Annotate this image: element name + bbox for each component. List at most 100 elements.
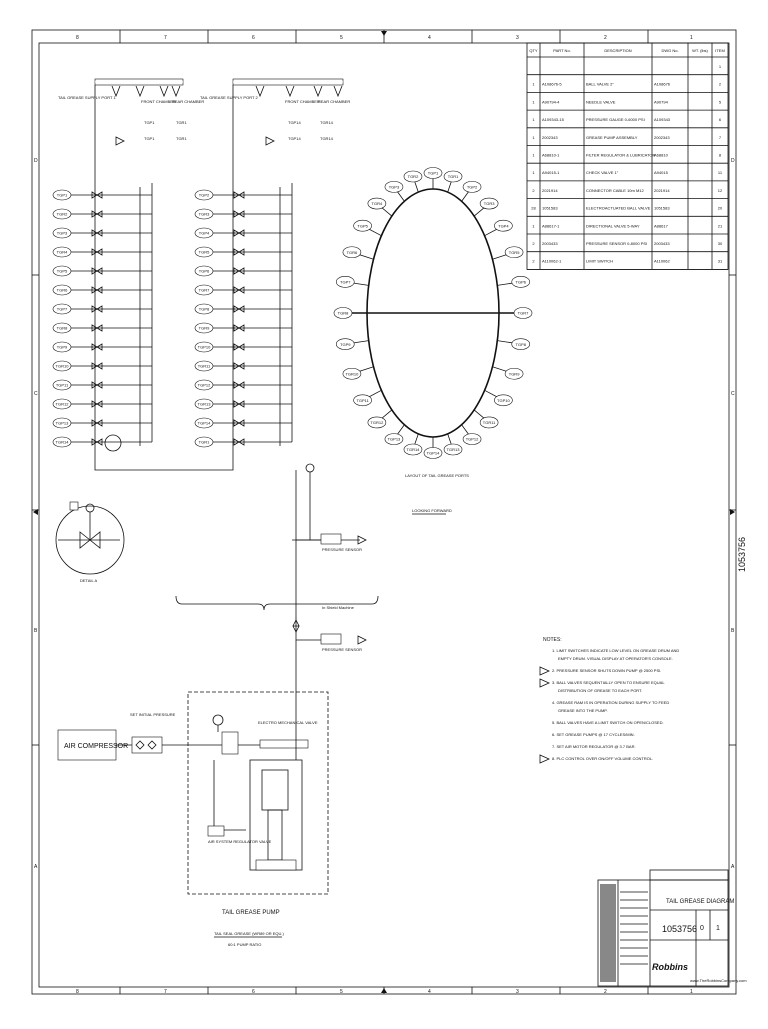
col-label-top: 8 [76, 35, 79, 41]
pressure-sensor-label: PRESSURE SENSOR [322, 547, 362, 552]
front-chamber-label: FRONT CHAMBER [285, 99, 320, 104]
bom-header: WT. (lbs) [692, 48, 708, 53]
ring-port-label: TGP9 [340, 342, 351, 347]
bom-header: DWG No. [661, 48, 678, 53]
ball-valve-symbol [91, 419, 103, 427]
grease-port-ring: TGP1TGR1TGP2TGR3TGP4TGR5TGP6TGR7TGP8TGR9… [333, 167, 533, 459]
bom-cell: 2003433 [654, 241, 670, 246]
bom-cell: 1051583 [542, 206, 558, 211]
header-port-label: TGP1 [144, 136, 155, 141]
ball-valve-symbol [91, 248, 103, 256]
ring-port-label: TGR11 [483, 420, 496, 425]
header-port-label: TGR1 [176, 120, 187, 125]
row-label-right: A [731, 864, 735, 870]
bom-cell: 2 [532, 188, 535, 193]
ring-port-label: TGP13 [388, 437, 401, 442]
manifold-port-rows: TGP1TGR2TGP3TGR4TGP5TGR6TGP7TGR8TGP9TGR1… [52, 183, 293, 452]
bom-cell: 1051583 [654, 206, 670, 211]
ring-port-label: TGP6 [516, 279, 527, 284]
drawing-title: TAIL GREASE DIAGRAM [666, 899, 734, 905]
port-tag-label: TGP9 [57, 345, 68, 350]
title-block [597, 869, 729, 987]
ring-port-label: TGR6 [347, 250, 358, 255]
bom-cell: 1 [532, 153, 535, 158]
pressure-sensor-label: PRESSURE SENSOR [322, 647, 362, 652]
ring-port-tag [443, 170, 463, 183]
brand-logo-text: Robbins [652, 962, 688, 972]
port-tag [194, 246, 214, 258]
ring-port-tag [423, 167, 443, 179]
ring-port-tag [511, 338, 531, 350]
front-chamber-label: FRONT CHAMBER [141, 99, 176, 104]
col-label-bottom: 7 [164, 989, 167, 995]
ring-port-tag [333, 307, 353, 319]
air-supply-label: SET INITIAL PRESSURE [130, 712, 176, 717]
header-port-label: TGR14 [320, 120, 334, 125]
port-tag-label: TGR8 [57, 326, 68, 331]
bom-cell: CONNECTOR CABLE 10m M12 [586, 188, 644, 193]
bom-cell: 7 [719, 135, 722, 140]
ring-port-tag [342, 246, 362, 259]
pump-title: TAIL GREASE PUMP [222, 910, 280, 916]
col-label-bottom: 6 [252, 989, 255, 995]
port-tag-label: TGR9 [199, 326, 210, 331]
bom-cell: NEEDLE VALVE [586, 99, 616, 104]
ring-port-tag [504, 367, 524, 380]
ball-valve-symbol [91, 400, 103, 408]
port-tag-label: TGP2 [199, 193, 210, 198]
main-supply-line [292, 463, 367, 728]
ball-valve-symbol [233, 191, 245, 199]
note-triangle-marker [265, 136, 275, 146]
rear-chamber-label: REAR CHAMBER [172, 99, 204, 104]
port-tag [194, 360, 214, 372]
sheet-number: 1 [716, 925, 720, 932]
note-line: 1. LIMIT SWITCHES INDICATE LOW LEVEL ON … [552, 648, 679, 653]
port-tag [194, 341, 214, 353]
bom-cell: 1 [532, 223, 535, 228]
note-line: 2. PRESSURE SENSOR SHUTS DOWN PUMP @ 250… [552, 668, 661, 673]
note-line: EMPTY DRUM. VISUAL DISPLAY AT OPERATOR'S… [558, 656, 673, 661]
ring-port-label: TGP3 [389, 184, 400, 189]
ring-port-label: TGP11 [356, 398, 369, 403]
ring-port-label: TGR9 [509, 371, 520, 376]
ball-valve-symbol [91, 191, 103, 199]
bom-cell: GREASE PUMP ASSEMBLY [586, 135, 638, 140]
port-tag [52, 208, 72, 220]
note-triangle-marker [115, 136, 125, 146]
col-label-top: 3 [516, 35, 519, 41]
port-tag-label: TGR1 [199, 440, 210, 445]
ball-valve-symbol [233, 438, 245, 446]
ring-port-label: TGP5 [357, 223, 368, 228]
revision: 0 [700, 925, 704, 932]
bom-cell: PRESSURE SENSOR 0-8000 PSI [586, 241, 647, 246]
col-label-top: 1 [690, 35, 693, 41]
detail-a-callout [104, 434, 122, 452]
ring-port-tag [335, 338, 355, 350]
ring-port-label: TGP8 [516, 342, 527, 347]
port-tag-label: TGP10 [198, 345, 211, 350]
ring-port-label: TGR4 [372, 201, 383, 206]
port-tag-label: TGP8 [199, 307, 210, 312]
notes-heading: NOTES: [543, 637, 562, 643]
col-label-top: 6 [252, 35, 255, 41]
port-tag [194, 303, 214, 315]
bom-cell: 2021914 [542, 188, 558, 193]
port-tag [194, 189, 214, 201]
bom-cell: 2 [719, 82, 722, 87]
bom-cell: A94015 [654, 170, 669, 175]
bom-cell: 1 [532, 170, 535, 175]
bom-cell: 2021914 [654, 188, 670, 193]
row-label-right: C [731, 391, 735, 397]
bom-cell: 2002343 [654, 135, 670, 140]
bom-cell: A90794-4 [542, 99, 560, 104]
bom-cell: FILTER REGULATOR & LUBRICATOR [586, 153, 656, 158]
note-line: 6. SET GREASE PUMPS @ 17 CYCLES/MIN. [552, 732, 635, 737]
bom-cell: A109343 [654, 117, 671, 122]
bom-cell: A109343-15 [542, 117, 565, 122]
port-tag [52, 265, 72, 277]
ball-valve-symbol [233, 400, 245, 408]
ring-port-tag [353, 219, 372, 232]
bom-cell: A108676-5 [542, 82, 562, 87]
bom-cell: A88617 [654, 223, 669, 228]
